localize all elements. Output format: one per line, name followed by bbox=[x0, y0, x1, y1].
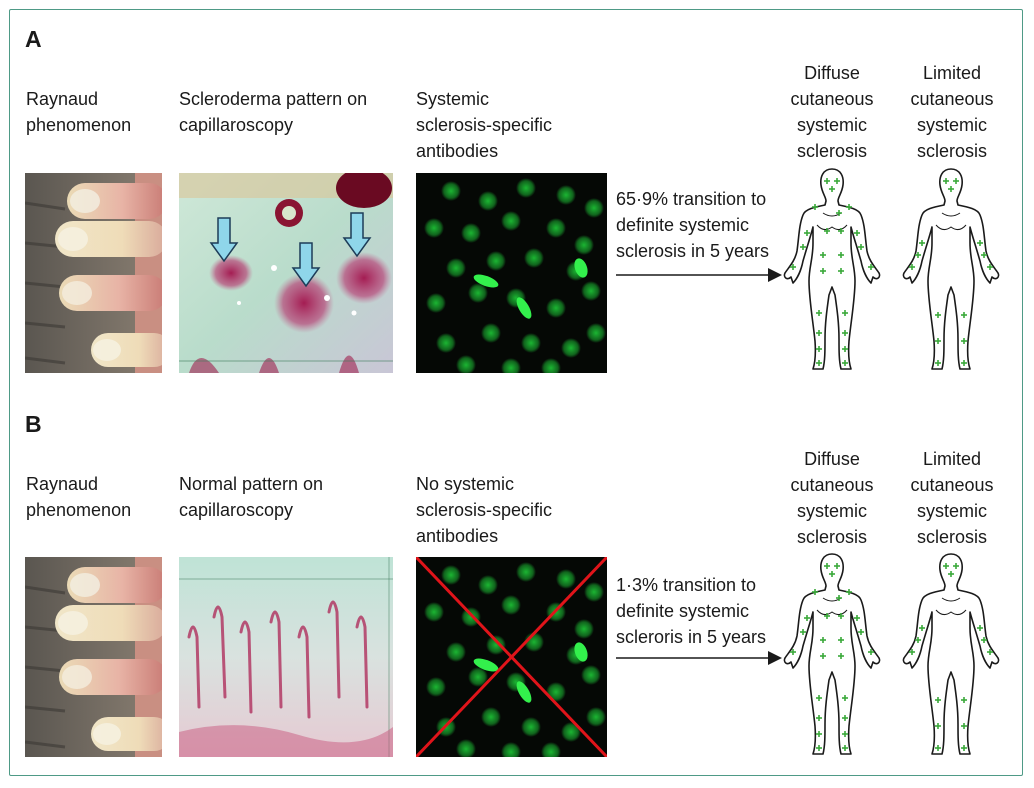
panel-b-diffuse-label: Diffuse cutaneous systemic sclerosis bbox=[782, 446, 882, 550]
raynaud-fingers-photo bbox=[25, 173, 162, 373]
label-line: cutaneous bbox=[902, 86, 1002, 112]
antinuclear-antibody-fluorescence-photo bbox=[416, 557, 607, 757]
label-line: Normal pattern on bbox=[179, 471, 323, 497]
panel-b-raynaud-label: Raynaud phenomenon bbox=[26, 471, 131, 523]
limited-body-icon bbox=[898, 548, 1004, 760]
label-line: sclerosis bbox=[902, 138, 1002, 164]
label-line: cutaneous bbox=[902, 472, 1002, 498]
label-line: Limited bbox=[902, 60, 1002, 86]
label-line: cutaneous bbox=[782, 472, 882, 498]
panel-b-transition-arrow bbox=[614, 648, 784, 668]
antinuclear-antibody-fluorescence-photo bbox=[416, 173, 607, 373]
label-line: scleroris in 5 years bbox=[616, 624, 766, 650]
label-line: Diffuse bbox=[782, 60, 882, 86]
label-line: phenomenon bbox=[26, 112, 131, 138]
label-line: sclerosis-specific bbox=[416, 112, 552, 138]
panel-a-raynaud-label: Raynaud phenomenon bbox=[26, 86, 131, 138]
label-line: systemic bbox=[782, 498, 882, 524]
label-line: Diffuse bbox=[782, 446, 882, 472]
label-line: capillaroscopy bbox=[179, 112, 367, 138]
label-line: 65·9% transition to bbox=[616, 186, 769, 212]
diffuse-body-icon bbox=[779, 163, 885, 375]
label-line: systemic bbox=[902, 498, 1002, 524]
scleroderma-capillaroscopy-photo bbox=[179, 173, 393, 373]
panel-a-letter: A bbox=[25, 26, 42, 53]
label-line: sclerosis in 5 years bbox=[616, 238, 769, 264]
raynaud-fingers-photo bbox=[25, 557, 162, 757]
label-line: antibodies bbox=[416, 523, 552, 549]
label-line: phenomenon bbox=[26, 497, 131, 523]
label-line: No systemic bbox=[416, 471, 552, 497]
panel-b-capillaroscopy-label: Normal pattern on capillaroscopy bbox=[179, 471, 323, 523]
panel-a-transition-text: 65·9% transition to definite systemic sc… bbox=[616, 186, 769, 264]
label-line: definite systemic bbox=[616, 212, 769, 238]
panel-b-antibodies-label: No systemic sclerosis-specific antibodie… bbox=[416, 471, 552, 549]
label-line: Scleroderma pattern on bbox=[179, 86, 367, 112]
label-line: cutaneous bbox=[782, 86, 882, 112]
limited-body-icon bbox=[898, 163, 1004, 375]
normal-capillaroscopy-photo bbox=[179, 557, 393, 757]
label-line: sclerosis bbox=[782, 524, 882, 550]
label-line: Raynaud bbox=[26, 86, 131, 112]
label-line: sclerosis-specific bbox=[416, 497, 552, 523]
label-line: systemic bbox=[782, 112, 882, 138]
label-line: 1·3% transition to bbox=[616, 572, 766, 598]
label-line: sclerosis bbox=[902, 524, 1002, 550]
label-line: antibodies bbox=[416, 138, 552, 164]
panel-a-limited-label: Limited cutaneous systemic sclerosis bbox=[902, 60, 1002, 164]
label-line: capillaroscopy bbox=[179, 497, 323, 523]
panel-a-capillaroscopy-label: Scleroderma pattern on capillaroscopy bbox=[179, 86, 367, 138]
label-line: sclerosis bbox=[782, 138, 882, 164]
panel-a-diffuse-label: Diffuse cutaneous systemic sclerosis bbox=[782, 60, 882, 164]
label-line: systemic bbox=[902, 112, 1002, 138]
panel-a-transition-arrow bbox=[614, 265, 784, 285]
label-line: Raynaud bbox=[26, 471, 131, 497]
label-line: definite systemic bbox=[616, 598, 766, 624]
panel-b-limited-label: Limited cutaneous systemic sclerosis bbox=[902, 446, 1002, 550]
panel-b-transition-text: 1·3% transition to definite systemic scl… bbox=[616, 572, 766, 650]
panel-b-letter: B bbox=[25, 411, 42, 438]
label-line: Systemic bbox=[416, 86, 552, 112]
label-line: Limited bbox=[902, 446, 1002, 472]
panel-a-antibodies-label: Systemic sclerosis-specific antibodies bbox=[416, 86, 552, 164]
diffuse-body-icon bbox=[779, 548, 885, 760]
